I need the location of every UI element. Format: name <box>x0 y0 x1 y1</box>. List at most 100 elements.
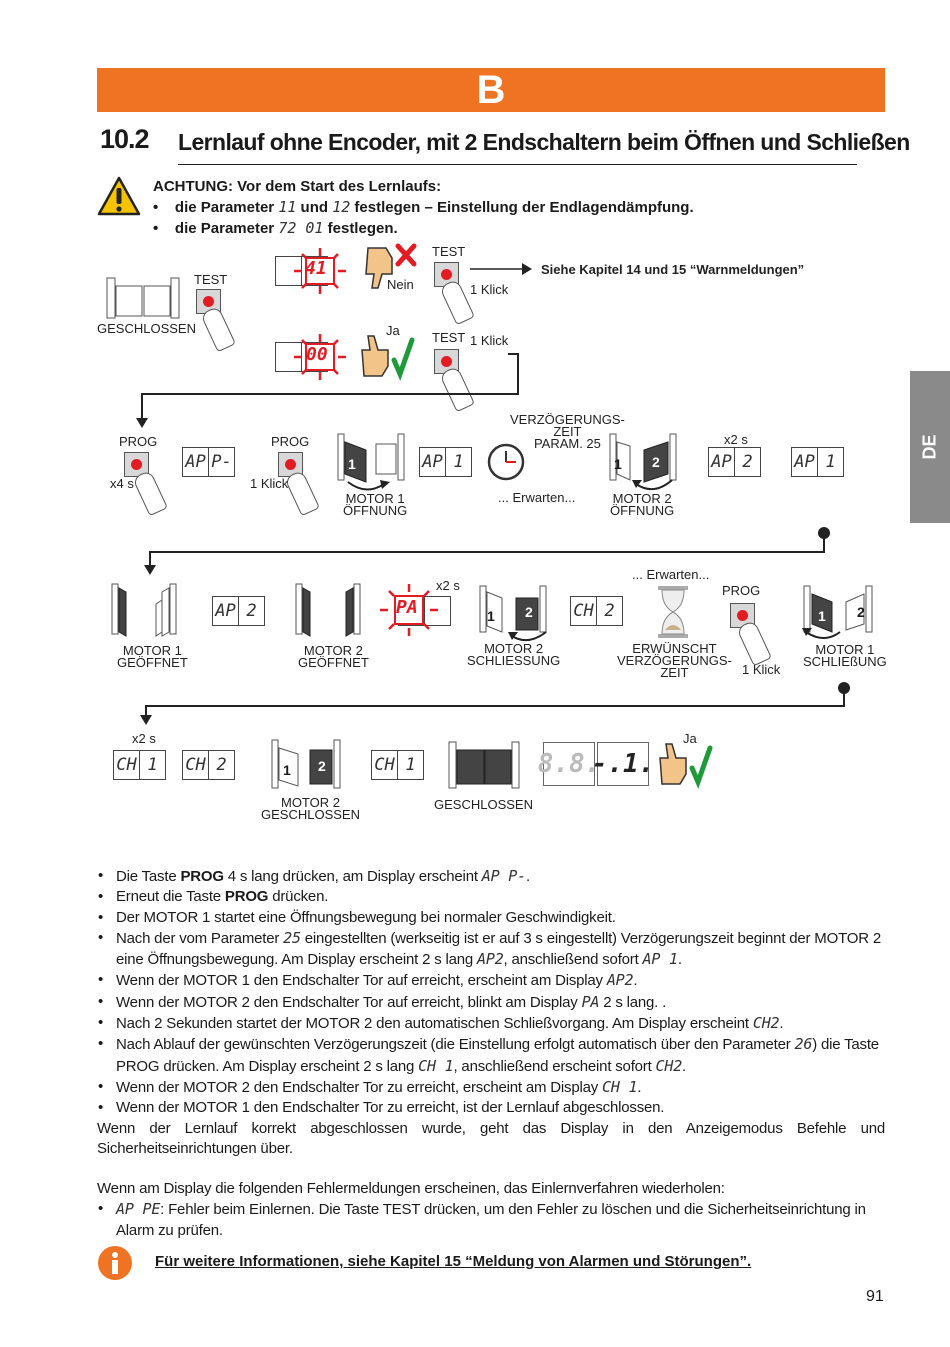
motor1-closing-label: MOTOR 1 SCHLIEßUNG <box>803 642 887 669</box>
prog-label: PROG <box>271 434 310 449</box>
no-label: Nein <box>387 277 414 292</box>
desired-delay-label: ERWÜNSCHT VERZÖGERUNGS- ZEIT <box>617 641 732 680</box>
arrow-right-icon <box>470 263 532 275</box>
steps-list: Die Taste PROG 4 s lang drücken, am Disp… <box>97 866 885 1241</box>
click-label: 1 Klick <box>250 476 289 491</box>
warning-icon <box>97 176 141 216</box>
info-icon <box>98 1246 132 1280</box>
motor2-closing-label: MOTOR 2 SCHLIESSUNG <box>467 641 561 668</box>
flash-burst-icon <box>294 248 346 294</box>
click-label: 1 Klick <box>742 662 781 677</box>
finger-icon <box>200 305 236 353</box>
motor-number: 2 <box>318 758 326 774</box>
motor-number: 2 <box>857 604 865 620</box>
motor-number: 1 <box>614 456 622 472</box>
motor-number: 1 <box>487 608 495 624</box>
language-tab: DE <box>910 371 950 523</box>
flow-connector <box>144 527 830 575</box>
warning-item: • die Parameter 11 und 12 festlegen – Ei… <box>153 198 694 216</box>
test-label: TEST <box>432 330 466 345</box>
motor1-opening-icon <box>337 433 405 491</box>
gate-closed-label: GESCHLOSSEN <box>97 321 196 336</box>
thumbs-up-icon <box>361 335 415 381</box>
flash-burst-icon <box>380 584 438 636</box>
list-item: AP PE: Fehler beim Einlernen. Die Taste … <box>97 1199 885 1241</box>
x2s-label: x2 s <box>132 731 156 746</box>
section-banner: B <box>97 68 885 112</box>
warning-item: • die Parameter 72 01 festlegen. <box>153 219 398 237</box>
motor-number: 1 <box>348 456 356 472</box>
gate-closed-icon <box>448 741 520 789</box>
wait-label: ... Erwarten... <box>498 490 576 505</box>
thumbs-up-icon <box>659 743 713 789</box>
list-item: Erneut die Taste PROG drücken. <box>97 887 885 908</box>
prog-label: PROG <box>722 583 761 598</box>
warning-title: ACHTUNG: Vor dem Start des Lernlaufs: <box>153 178 442 195</box>
motor-number: 2 <box>525 604 533 620</box>
wait-label: ... Erwarten... <box>632 567 710 582</box>
test-label: TEST <box>432 244 466 259</box>
motor2-closed-label: MOTOR 2 GESCHLOSSEN <box>261 795 360 822</box>
finger-icon <box>736 619 772 667</box>
list-item: Nach Ablauf der gewünschten Verzögerungs… <box>97 1034 885 1077</box>
flow-connector <box>140 682 850 725</box>
title-rule <box>178 164 857 165</box>
click-label: 1 Klick <box>470 282 509 297</box>
motor1-closing-icon <box>802 585 873 639</box>
prog-label: PROG <box>119 434 158 449</box>
alarm-code: 41 <box>305 258 327 279</box>
gate-closed-icon <box>106 277 180 319</box>
motor-number: 1 <box>283 762 291 778</box>
x4s-label: x4 s <box>110 476 134 491</box>
list-item: Der MOTOR 1 startet eine Öffnungsbewegun… <box>97 908 885 929</box>
section-title: Lernlauf ohne Encoder, mit 2 Endschalter… <box>178 129 910 155</box>
list-item: Wenn der MOTOR 1 den Endschalter Tor auf… <box>97 970 885 991</box>
motor-number: 2 <box>652 454 660 470</box>
list-item: Wenn der MOTOR 2 den Endschalter Tor zu … <box>97 1077 885 1098</box>
motor2-opening-label: MOTOR 2 ÖFFNUNG <box>610 491 675 518</box>
yes-label: Ja <box>683 731 697 746</box>
final-display-left: 8.8. <box>538 742 600 786</box>
motor2-opening-icon <box>609 433 677 491</box>
flash-burst-icon <box>294 334 346 380</box>
finger-icon <box>284 469 320 517</box>
gate-closed-label: GESCHLOSSEN <box>434 797 533 812</box>
hourglass-icon <box>658 586 688 638</box>
thumbs-down-icon <box>365 243 417 289</box>
delay-param-label: VERZÖGERUNGS- ZEIT PARAM. 25 <box>510 412 625 451</box>
clock-icon <box>487 443 525 481</box>
list-item: Wenn der MOTOR 1 den Endschalter Tor zu … <box>97 1098 885 1119</box>
x2s-label: x2 s <box>724 432 748 447</box>
final-display-right: -.1. <box>592 742 654 786</box>
list-item: Wenn der MOTOR 2 den Endschalter Tor auf… <box>97 992 885 1013</box>
finger-icon <box>132 469 168 517</box>
language-tab-label: DE <box>919 434 940 460</box>
completion-text: Wenn der Lernlauf korrekt abgeschlossen … <box>97 1119 885 1157</box>
motor1-opened-icon <box>111 583 177 637</box>
click-label: 1 Klick <box>470 333 509 348</box>
pa-code: PA <box>396 597 418 618</box>
motor2-closed-icon <box>271 739 341 789</box>
list-item: Nach der vom Parameter 25 eingestellten … <box>97 928 885 971</box>
yes-label: Ja <box>386 323 400 338</box>
ok-code: 00 <box>306 344 328 365</box>
page-number: 91 <box>866 1288 884 1305</box>
section-number: 10.2 <box>100 124 150 154</box>
motor1-opened-label: MOTOR 1 GEÖFFNET <box>117 643 188 670</box>
see-chapter-label: Siehe Kapitel 14 und 15 “Warnmeldungen” <box>541 262 805 277</box>
test-label: TEST <box>194 272 228 287</box>
motor2-closing-icon <box>479 585 547 642</box>
x2s-label: x2 s <box>436 578 460 593</box>
motor1-opening-label: MOTOR 1 ÖFFNUNG <box>343 491 408 518</box>
motor-number: 1 <box>818 608 826 624</box>
motor2-opened-icon <box>295 583 361 637</box>
list-item: Nach 2 Sekunden startet der MOTOR 2 den … <box>97 1013 885 1034</box>
